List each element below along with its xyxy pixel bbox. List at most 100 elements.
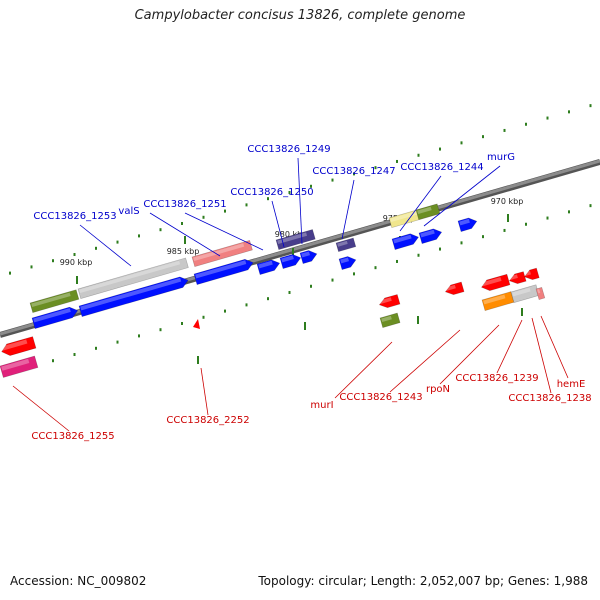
- forward-scale-tick: [439, 147, 441, 151]
- gene-block[interactable]: [29, 289, 80, 313]
- cds-arrow[interactable]: [391, 232, 420, 250]
- major-tick: [197, 356, 199, 364]
- cds-arrow-highlight: [420, 229, 435, 238]
- forward-scale-tick: [159, 228, 162, 232]
- forward-gene-label[interactable]: CCC13826_1250: [230, 187, 313, 198]
- gene-block[interactable]: [510, 284, 540, 303]
- cds-arrow[interactable]: [256, 258, 281, 275]
- forward-scale-tick: [353, 172, 355, 176]
- cds-arrow-reverse[interactable]: [444, 281, 465, 297]
- cds-arrow-highlight: [301, 251, 310, 258]
- gene-block-highlight: [277, 232, 308, 245]
- scale-label: 970 kbp: [491, 197, 524, 206]
- gene-block-highlight: [537, 289, 541, 294]
- reverse-gene-label[interactable]: CCC13826_1239: [455, 373, 538, 384]
- gene-block[interactable]: [0, 355, 39, 378]
- forward-gene-label[interactable]: valS: [118, 206, 139, 217]
- reverse-scale-tick: [73, 353, 76, 357]
- cds-arrow-shape: [78, 276, 189, 317]
- forward-gene-label[interactable]: CCC13826_1249: [247, 144, 330, 155]
- cds-arrow-reverse-highlight: [509, 274, 518, 281]
- cds-arrow-reverse-shape: [1, 336, 37, 356]
- gene-block[interactable]: [77, 257, 189, 299]
- cds-arrow-reverse-highlight: [379, 297, 392, 305]
- gene-block[interactable]: [481, 291, 515, 311]
- forward-label-leader: [271, 200, 285, 248]
- reverse-scale-tick: [181, 321, 183, 325]
- reverse-scale-tick: [331, 278, 334, 282]
- scale-label: 990 kbp: [60, 258, 93, 267]
- reverse-scale-tick: [482, 235, 484, 239]
- reverse-scale-tick: [288, 290, 291, 294]
- cds-arrow-shape: [338, 256, 357, 270]
- cds-arrow[interactable]: [338, 255, 357, 270]
- forward-gene-label[interactable]: CCC13826_1253: [33, 211, 116, 222]
- forward-gene-label[interactable]: CCC13826_1244: [400, 162, 483, 173]
- forward-scale-tick: [9, 271, 11, 275]
- major-tick: [417, 316, 419, 324]
- cds-arrow[interactable]: [279, 252, 302, 269]
- forward-scale-tick: [374, 166, 377, 170]
- forward-scale-tick: [224, 209, 226, 213]
- reverse-gene-label[interactable]: murI: [310, 400, 333, 411]
- forward-scale-tick: [30, 265, 33, 269]
- forward-label-leader: [79, 224, 132, 267]
- forward-scale-tick: [310, 184, 312, 188]
- gene-block-shape: [481, 291, 515, 311]
- forward-scale-tick: [138, 234, 140, 238]
- cds-arrow-highlight: [33, 308, 71, 323]
- reverse-scale-tick: [138, 334, 140, 338]
- reverse-scale-tick: [310, 284, 312, 288]
- genome-summary: Topology: circular; Length: 2,052,007 bp…: [258, 574, 588, 588]
- forward-gene-label[interactable]: murG: [487, 152, 515, 163]
- cds-arrow-highlight: [459, 218, 470, 226]
- cds-arrow-reverse[interactable]: [523, 267, 540, 281]
- reverse-gene-label[interactable]: CCC13826_1255: [31, 431, 114, 442]
- reverse-gene-label[interactable]: CCC13826_2252: [166, 415, 249, 426]
- reverse-gene-label[interactable]: hemE: [557, 379, 586, 390]
- reverse-scale-tick: [95, 346, 97, 350]
- reverse-gene-label[interactable]: rpoN: [426, 384, 450, 395]
- cds-arrow-reverse-shape: [523, 267, 540, 280]
- gene-block-shape: [77, 257, 189, 299]
- reverse-label-leader: [12, 385, 70, 432]
- forward-gene-label[interactable]: CCC13826_1247: [312, 166, 395, 177]
- cds-arrow-shape: [279, 254, 302, 269]
- cds-arrow-shape: [457, 217, 478, 232]
- forward-scale-tick: [267, 197, 269, 201]
- cds-arrow-reverse[interactable]: [0, 336, 37, 358]
- forward-gene-label[interactable]: CCC13826_1251: [143, 199, 226, 210]
- cds-arrow-highlight: [340, 257, 349, 264]
- major-tick: [521, 308, 523, 316]
- cds-arrow[interactable]: [193, 257, 255, 285]
- small-gene-marker[interactable]: [193, 319, 200, 329]
- forward-scale-tick: [525, 122, 527, 126]
- gene-block[interactable]: [275, 229, 316, 250]
- reverse-scale-tick: [439, 247, 441, 251]
- gene-block-shape: [535, 286, 546, 300]
- major-tick: [76, 276, 78, 284]
- cds-arrow-reverse[interactable]: [480, 273, 511, 292]
- cds-arrow[interactable]: [418, 227, 443, 244]
- cds-arrow[interactable]: [78, 275, 190, 317]
- cds-arrow-reverse-highlight: [1, 339, 28, 351]
- cds-arrow-reverse[interactable]: [508, 271, 527, 286]
- reverse-scale-tick: [267, 297, 269, 301]
- gene-block[interactable]: [415, 203, 441, 220]
- gene-block[interactable]: [335, 237, 357, 253]
- cds-arrow[interactable]: [299, 249, 318, 264]
- cds-arrow-reverse[interactable]: [378, 294, 401, 309]
- gene-block[interactable]: [379, 312, 401, 328]
- reverse-label-leader: [439, 324, 500, 385]
- cds-arrow[interactable]: [31, 305, 79, 329]
- cds-arrow-highlight: [258, 260, 273, 269]
- forward-scale-tick: [546, 116, 549, 120]
- cds-arrow[interactable]: [457, 216, 478, 232]
- reverse-scale-tick: [546, 216, 549, 220]
- reverse-gene-label[interactable]: CCC13826_1243: [339, 392, 422, 403]
- reverse-gene-label[interactable]: CCC13826_1238: [508, 393, 591, 404]
- scale-label: 985 kbp: [167, 247, 200, 256]
- gene-block[interactable]: [191, 239, 253, 267]
- gene-block-highlight: [381, 315, 392, 323]
- gene-block[interactable]: [535, 286, 546, 300]
